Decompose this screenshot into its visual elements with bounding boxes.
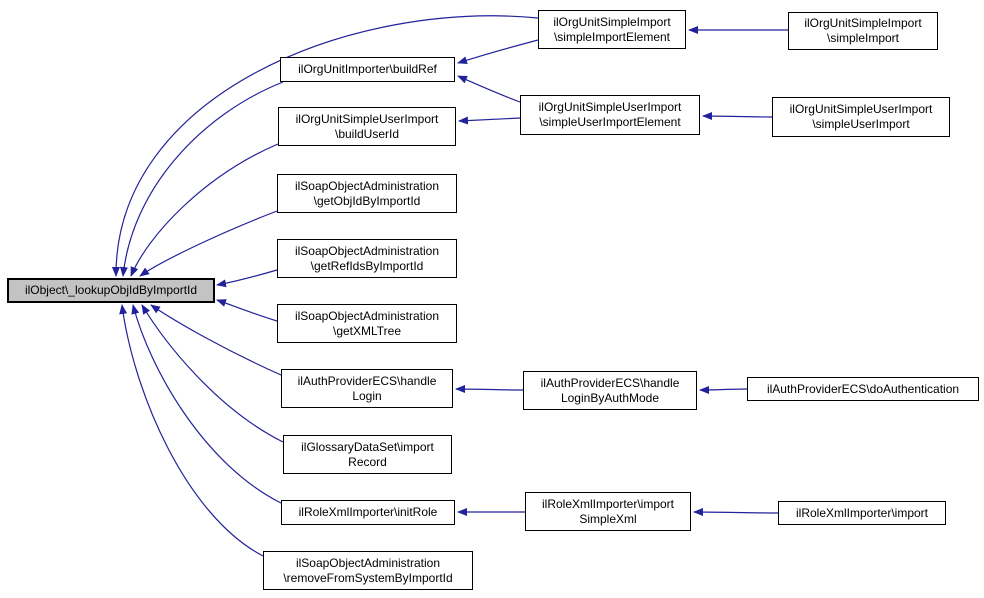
graph-node-getXMLTree[interactable]: ilSoapObjectAdministration\getXMLTree <box>277 304 457 343</box>
graph-node-label: ilOrgUnitSimpleUserImport <box>789 102 933 116</box>
graph-node-label: \simpleImportElement <box>553 29 671 44</box>
edge-simpleImportElement-to-buildRef <box>457 39 539 65</box>
graph-node-label: \getXMLTree <box>332 323 402 338</box>
graph-node-simpleImportElement[interactable]: ilOrgUnitSimpleImport\simpleImportElemen… <box>538 10 686 49</box>
edge-handleLogin-to-lookupObjIdByImportId <box>150 304 282 376</box>
graph-node-doAuthentication[interactable]: ilAuthProviderECS\doAuthentication <box>747 377 979 401</box>
graph-node-label: \removeFromSystemByImportId <box>283 570 453 585</box>
edge-getRefIdsByImportId-to-lookupObjIdByImportId <box>216 269 278 288</box>
graph-node-label: ilSoapObjectAdministration <box>295 555 441 570</box>
graph-node-label: Login <box>352 388 382 403</box>
graph-node-label: \getRefIdsByImportId <box>310 258 424 273</box>
graph-node-label: ilAuthProviderECS\handle <box>540 375 680 390</box>
graph-node-buildRef[interactable]: ilOrgUnitImporter\buildRef <box>280 57 455 82</box>
graph-node-label: ilAuthProviderECS\handle <box>297 373 437 388</box>
graph-node-label: \buildUserId <box>334 126 400 141</box>
graph-node-label: LoginByAuthMode <box>560 390 660 405</box>
graph-node-getObjIdByImportId[interactable]: ilSoapObjectAdministration\getObjIdByImp… <box>277 174 457 213</box>
graph-node-label: ilOrgUnitSimpleUserImport <box>538 100 682 114</box>
graph-node-label: ilOrgUnitSimpleImport <box>553 14 671 29</box>
graph-node-label: ilOrgUnitSimpleUserImport <box>295 111 439 126</box>
graph-node-simpleUserImportElement[interactable]: ilOrgUnitSimpleUserImport\simpleUserImpo… <box>520 95 700 135</box>
graph-node-label: ilRoleXmlImporter\import <box>541 496 675 511</box>
edge-doAuthentication-to-handleLoginByAuthMode <box>699 385 748 394</box>
edge-importRecord-to-lookupObjIdByImportId <box>141 304 284 443</box>
graph-node-getRefIdsByImportId[interactable]: ilSoapObjectAdministration\getRefIdsByIm… <box>277 239 457 278</box>
graph-node-label: \simpleUserImport <box>812 117 910 131</box>
graph-node-label: Record <box>348 454 387 469</box>
edge-simpleImportElement-to-lookupObjIdByImportId <box>111 15 539 277</box>
edge-simpleUserImport-to-simpleUserImportElement <box>702 112 773 121</box>
graph-node-label: ilSoapObjectAdministration <box>294 243 440 258</box>
graph-node-label: ilSoapObjectAdministration <box>294 308 440 323</box>
graph-node-lookupObjIdByImportId: ilObject\_lookupObjIdByImportId <box>7 278 215 303</box>
edge-buildRef-to-lookupObjIdByImportId <box>119 81 284 277</box>
graph-node-label: \getObjIdByImportId <box>313 193 421 208</box>
graph-node-label: \simpleImport <box>826 31 900 45</box>
graph-node-simpleUserImport[interactable]: ilOrgUnitSimpleUserImport\simpleUserImpo… <box>772 97 950 137</box>
graph-node-label: \simpleUserImportElement <box>539 115 681 129</box>
graph-node-buildUserId[interactable]: ilOrgUnitSimpleUserImport\buildUserId <box>278 107 456 146</box>
edge-initRole-to-lookupObjIdByImportId <box>131 304 282 504</box>
edge-getObjIdByImportId-to-lookupObjIdByImportId <box>139 210 278 277</box>
graph-node-label: ilOrgUnitImporter\buildRef <box>298 62 437 76</box>
graph-node-label: SimpleXml <box>579 511 637 526</box>
graph-node-removeFromSystemByImportId[interactable]: ilSoapObjectAdministration\removeFromSys… <box>263 551 473 590</box>
edge-removeFromSystemByImportId-to-lookupObjIdByImportId <box>119 304 264 557</box>
graph-node-label: ilAuthProviderECS\doAuthentication <box>766 381 960 396</box>
graph-node-label: ilRoleXmlImporter\import <box>795 505 929 520</box>
graph-node-initRole[interactable]: ilRoleXmlImporter\initRole <box>281 500 455 525</box>
edge-simpleUserImportElement-to-buildUserId <box>458 116 521 125</box>
graph-node-simpleImport[interactable]: ilOrgUnitSimpleImport\simpleImport <box>788 12 938 50</box>
edge-simpleUserImportElement-to-buildRef <box>457 75 521 103</box>
edge-getXMLTree-to-lookupObjIdByImportId <box>216 299 278 322</box>
graph-node-label: ilObject\_lookupObjIdByImportId <box>24 283 198 297</box>
graph-node-label: ilRoleXmlImporter\initRole <box>298 505 438 519</box>
graph-node-label: ilGlossaryDataSet\import <box>301 439 434 454</box>
graph-node-label: ilOrgUnitSimpleImport <box>804 16 922 30</box>
graph-node-label: ilSoapObjectAdministration <box>294 178 440 193</box>
edge-roleImport-to-importSimpleXml <box>693 508 779 517</box>
edge-handleLoginByAuthMode-to-handleLogin <box>455 385 524 394</box>
graph-node-roleImport[interactable]: ilRoleXmlImporter\import <box>778 501 946 525</box>
edge-buildUserId-to-lookupObjIdByImportId <box>130 143 279 277</box>
